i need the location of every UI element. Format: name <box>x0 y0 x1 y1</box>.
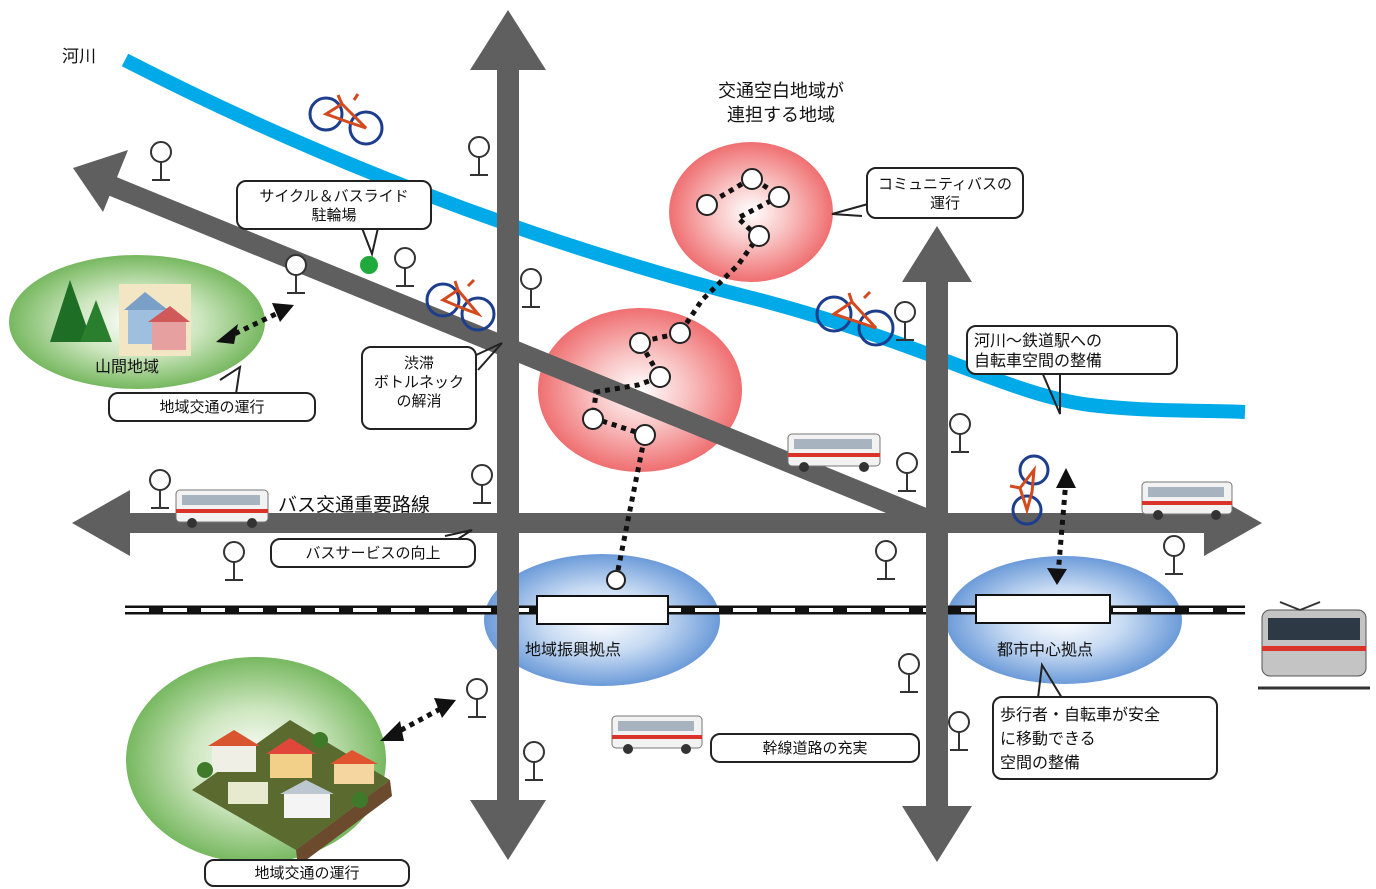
river-to-station-line1: 河川～鉄道駅への <box>974 331 1103 350</box>
transit-gap-area-label: 交通空白地域が 連担する地域 <box>718 80 844 128</box>
bus-icon-1 <box>175 489 269 528</box>
community-bus-callout: コミュニティバスの 運行 <box>866 167 1024 219</box>
local-transport-top-callout: 地域交通の運行 <box>108 392 316 422</box>
transit-gap-area-line1: 交通空白地域が <box>718 81 844 102</box>
pedestrian-bicycle-line1: 歩行者・自転車が安全 <box>1000 705 1161 724</box>
bus-icon-2 <box>787 433 881 472</box>
cycle-ride-parking-callout: サイクル＆バスライド 駐輪場 <box>236 180 432 230</box>
transit-gap-area-line2: 連担する地域 <box>727 105 835 126</box>
local-transport-bottom-callout: 地域交通の運行 <box>204 859 410 887</box>
cycle-ride-line2: 駐輪場 <box>311 206 357 224</box>
urban-hub-station-box <box>975 594 1111 624</box>
river-line <box>121 53 1246 419</box>
bicycle-icon-2 <box>425 278 496 332</box>
mountain-area-label: 山間地域 <box>95 357 160 376</box>
bicycle-icon-4 <box>1009 454 1050 526</box>
bus-stop-pins <box>149 136 1185 781</box>
bus-service-callout: バスサービスの向上 <box>270 538 476 568</box>
bicycle-icon-3 <box>815 290 895 347</box>
regional-hub-station-box <box>536 595 669 625</box>
river-label: 河川 <box>62 47 96 67</box>
mountain-forest-illustration <box>50 280 191 356</box>
callout-tails <box>219 203 1063 753</box>
bottleneck-line2: ボトルネック <box>373 373 464 391</box>
residential-illustration <box>192 720 392 866</box>
community-bus-line1: コミュニティバスの <box>877 175 1013 193</box>
pedestrian-bicycle-line3: 空間の整備 <box>1000 753 1081 772</box>
bicycle-icon-1 <box>308 93 384 146</box>
bottleneck-line3: の解消 <box>396 392 442 410</box>
roads <box>72 10 1262 862</box>
pedestrian-bicycle-callout: 歩行者・自転車が安全 に移動できる 空間の整備 <box>992 696 1218 780</box>
river-to-station-line2: 自転車空間の整備 <box>974 351 1103 370</box>
train-icon <box>1258 601 1370 690</box>
route-nodes <box>582 168 790 590</box>
bottleneck-line1: 渋滞 <box>403 354 434 372</box>
urban-hub-label: 都市中心拠点 <box>997 640 1094 659</box>
dotted-arrowheads <box>216 303 1076 741</box>
bus-icon-3 <box>1141 481 1233 520</box>
river-to-station-callout: 河川～鉄道駅への 自転車空間の整備 <box>966 325 1178 375</box>
bus-icon-4 <box>611 715 703 754</box>
cycle-parking-dot <box>360 256 378 274</box>
trunk-road-callout: 幹線道路の充実 <box>710 733 920 763</box>
bottleneck-callout: 渋滞 ボトルネック の解消 <box>361 346 477 430</box>
regional-hub-label: 地域振興拠点 <box>525 640 622 659</box>
bus-priority-route-label: バス交通重要路線 <box>278 494 431 516</box>
pedestrian-bicycle-line2: に移動できる <box>1000 729 1096 748</box>
community-bus-line2: 運行 <box>929 194 960 212</box>
cycle-ride-line1: サイクル＆バスライド <box>259 187 409 205</box>
